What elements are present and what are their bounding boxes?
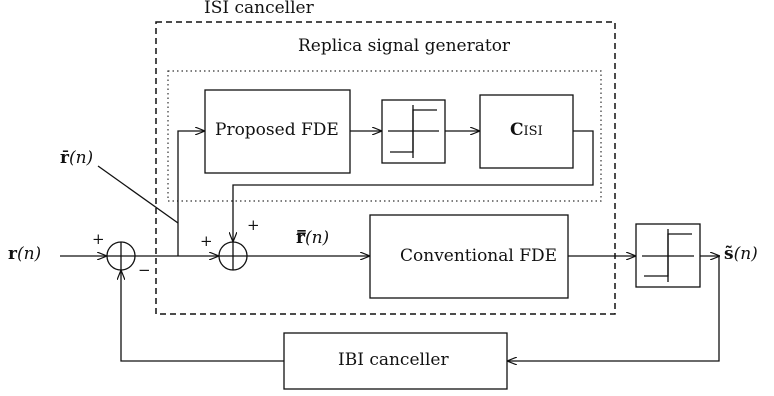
- label-pointer-r-bar: [97, 165, 179, 224]
- wire-cisi-to-sum2: [233, 130, 594, 242]
- r-double-bar-label: r̿(n): [296, 228, 330, 248]
- decision-symbol-output: [642, 229, 694, 282]
- output-signal-label: s̃(n): [724, 244, 758, 264]
- r-bar-label: r̄(n): [60, 148, 94, 168]
- replica-generator-title: Replica signal generator: [298, 36, 511, 56]
- summing-junction-2: [218, 241, 248, 271]
- proposed-fde-label: Proposed FDE: [215, 120, 339, 140]
- decision-symbol-inner: [388, 105, 439, 158]
- summing-junction-1: [106, 241, 136, 271]
- sum1-plus-sign: +: [92, 230, 105, 248]
- sum2-plus-top-sign: +: [247, 216, 260, 234]
- replica-generator-boundary: [167, 70, 602, 202]
- isi-canceller-title: ISI canceller: [204, 0, 314, 18]
- isi-canceller-boundary: [155, 21, 616, 315]
- sum2-plus-left-sign: +: [200, 232, 213, 250]
- c-isi-label: CISI: [510, 120, 543, 140]
- ibi-canceller-label: IBI canceller: [338, 350, 449, 370]
- wire-branch-to-proposed-fde: [177, 131, 205, 256]
- sum1-minus-sign: −: [138, 261, 151, 279]
- conventional-fde-label: Conventional FDE: [400, 246, 558, 266]
- wire-feedback-to-ibi: [507, 256, 720, 361]
- input-signal-label: r(n): [8, 244, 42, 264]
- wire-ibi-to-sum1: [121, 270, 284, 362]
- ibi-canceller-block: [283, 332, 508, 390]
